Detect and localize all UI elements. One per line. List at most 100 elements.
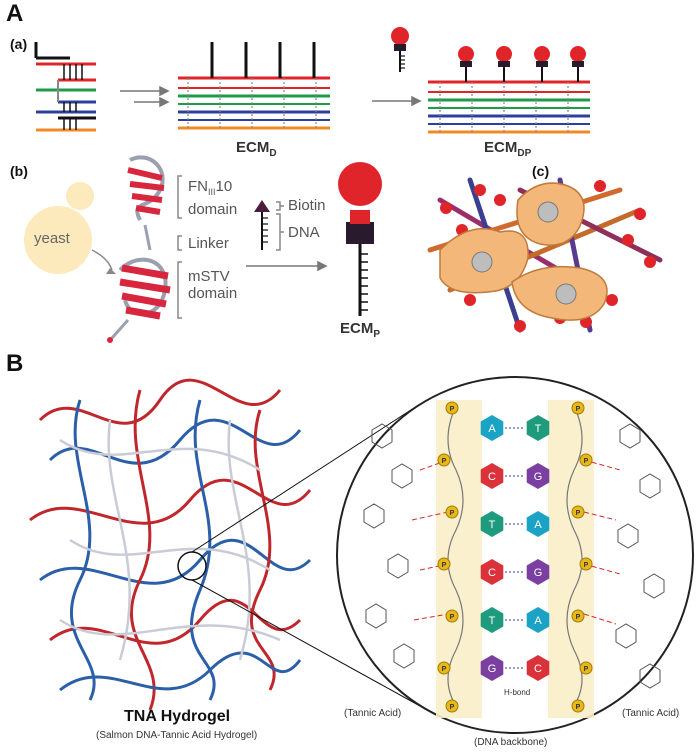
phosphate-right: [579, 661, 593, 675]
ecm-d-sub: D: [269, 148, 277, 159]
zoom-lines: [191, 403, 421, 707]
ecm-d-main: ECM: [236, 139, 270, 156]
yeast-label: yeast: [34, 230, 70, 247]
zoom-inset: [336, 376, 694, 734]
fn-domain-label: FNIII10 domain: [188, 178, 237, 218]
phosphate-letter: P: [576, 406, 581, 413]
phosphate-left: [445, 401, 459, 415]
phosphate-letter: P: [576, 614, 581, 621]
base-right-letter: G: [534, 471, 543, 483]
base-left-letter: C: [488, 471, 496, 483]
ecm-p-lollipop: [338, 162, 382, 316]
subpanel-a-label: (a): [10, 36, 28, 52]
base-left-hexagon: [480, 655, 504, 681]
arrow-3: [246, 260, 328, 272]
subpanel-c-label: (c): [532, 163, 550, 179]
phosphate-right: [571, 699, 585, 713]
tna-hydrogel-tangle: [29, 378, 312, 711]
base-left-letter: T: [489, 519, 496, 531]
phosphate-letter: P: [442, 666, 447, 673]
dna-backbone-label: (DNA backbone): [474, 737, 548, 748]
phosphate-right: [571, 401, 585, 415]
phosphate-letter: P: [442, 458, 447, 465]
ecm-p-lollipop-icon: [391, 27, 409, 72]
base-left-letter: A: [488, 423, 496, 435]
mstv-line2: domain: [188, 285, 238, 302]
fn-post: 10: [215, 178, 233, 195]
base-pairs: A T C G T A C G T A G C: [480, 415, 550, 681]
phosphate-left: [445, 609, 459, 623]
base-left-letter: C: [488, 567, 496, 579]
domain-brackets: [177, 175, 182, 319]
ecm-dp-sub: DP: [517, 148, 532, 159]
mstv-line1: mSTV: [188, 268, 230, 285]
base-right-letter: G: [534, 567, 543, 579]
tna-hydrogel-title: TNA Hydrogel: [124, 708, 231, 725]
phosphate-right: [579, 453, 593, 467]
phosphate-left: [437, 661, 451, 675]
biotin-dna-icon: [254, 200, 284, 251]
phosphate-letter: P: [450, 510, 455, 517]
phosphate-left: [437, 557, 451, 571]
phosphate-letter: P: [576, 704, 581, 711]
ecm-d-duplex: [178, 42, 330, 130]
linker-label: Linker: [188, 235, 229, 252]
arrow-2: [372, 95, 422, 107]
tannic-right-label: (Tannic Acid): [622, 708, 680, 719]
phosphate-letter: P: [450, 704, 455, 711]
base-left-letter: T: [489, 615, 496, 627]
base-left-hexagon: [480, 511, 504, 537]
protein-structure: [107, 155, 171, 343]
ecm-dp-label: ECMDP: [484, 139, 531, 159]
base-right-hexagon: [526, 607, 550, 633]
mstv-label: mSTV domain: [188, 268, 237, 302]
base-right-letter: A: [534, 519, 542, 531]
base-left-letter: G: [488, 663, 497, 675]
phosphate-right: [579, 557, 593, 571]
base-left-hexagon: [480, 607, 504, 633]
panel-b-letter: B: [6, 350, 24, 377]
fn-pre: FN: [188, 178, 208, 195]
phosphate-left: [437, 453, 451, 467]
arrow-1: [120, 85, 170, 108]
dna-label: DNA: [288, 224, 320, 241]
ecm-p-label: ECMP: [340, 320, 380, 340]
ecm-dp-duplex: [428, 46, 590, 134]
fn-line2: domain: [188, 201, 238, 218]
phosphate-letter: P: [576, 510, 581, 517]
phosphate-letter: P: [450, 406, 455, 413]
base-right-hexagon: [526, 463, 550, 489]
phosphate-left: [445, 699, 459, 713]
ecm-p-main: ECM: [340, 320, 374, 337]
hbond-label: H-bond: [504, 688, 531, 697]
ecm-dp-proteins: [458, 46, 586, 82]
base-right-hexagon: [526, 559, 550, 585]
panel-a-letter: A: [6, 0, 24, 27]
zoom-marker: [177, 551, 207, 581]
ecm-p-sub: P: [373, 329, 381, 340]
phosphate-letter: P: [450, 614, 455, 621]
base-right-letter: C: [534, 663, 542, 675]
base-left-hexagon: [480, 415, 504, 441]
base-left-hexagon: [480, 559, 504, 585]
phosphate-right: [571, 505, 585, 519]
base-right-letter: T: [535, 423, 542, 435]
phosphate-letter: P: [442, 562, 447, 569]
yeast-cell: [24, 182, 116, 274]
tannic-left-label: (Tannic Acid): [344, 708, 402, 719]
base-right-hexagon: [526, 415, 550, 441]
base-left-hexagon: [480, 463, 504, 489]
base-right-hexagon: [526, 655, 550, 681]
ecm-dp-main: ECM: [484, 139, 518, 156]
small-dna-stack: [34, 42, 96, 132]
phosphate-left: [445, 505, 459, 519]
phosphate-letter: P: [584, 666, 589, 673]
base-right-letter: A: [534, 615, 542, 627]
biotin-label: Biotin: [288, 197, 326, 214]
subpanel-b-label: (b): [10, 163, 28, 179]
fn-sub: III: [208, 187, 216, 197]
phosphate-letter: P: [584, 458, 589, 465]
phosphate-right: [571, 609, 585, 623]
